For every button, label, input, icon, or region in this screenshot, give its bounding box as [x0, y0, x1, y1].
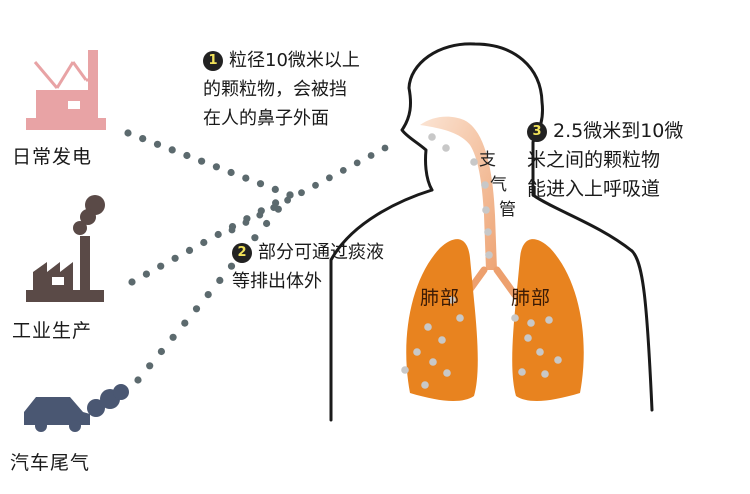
path-dot: [168, 146, 176, 154]
note-3-line-2: 米之间的颗粒物: [527, 149, 661, 171]
note-2: 2 部分可通过痰液 等排出体外: [232, 238, 384, 296]
path-dot: [326, 174, 333, 182]
shoulder-outline: [630, 249, 654, 412]
particle-dot: [424, 323, 432, 331]
particle-dot: [443, 369, 451, 377]
head-outline: [400, 42, 634, 253]
power-plant-icon: [26, 50, 106, 130]
path-dot: [171, 254, 179, 262]
path-dot: [227, 168, 235, 177]
path-dot: [169, 333, 177, 341]
particle-dot: [421, 381, 429, 389]
trachea-label-1: 支: [479, 150, 496, 170]
path-dot: [227, 262, 236, 270]
particle-dot: [482, 206, 490, 214]
left-lung: [406, 239, 478, 402]
path-dot: [157, 347, 165, 356]
path-dot: [134, 376, 142, 384]
label-industry: 工业生产: [12, 320, 93, 342]
path-dot: [242, 174, 250, 182]
path-dot: [312, 181, 319, 189]
badge-1: 1: [203, 51, 223, 71]
path-dot: [298, 189, 305, 197]
particle-dot: [536, 348, 544, 356]
path-dot: [183, 151, 191, 160]
path-dot: [200, 238, 208, 247]
particle-dot: [448, 296, 456, 304]
particle-dot: [401, 366, 409, 374]
particle-dot: [527, 319, 535, 327]
path-dot: [216, 276, 224, 284]
particle-dot: [429, 358, 437, 366]
path-dot: [251, 234, 259, 242]
path-dot: [128, 278, 136, 286]
right-lung-label: 肺部: [511, 287, 552, 309]
path-dot: [204, 291, 212, 299]
path-dot: [142, 270, 150, 278]
particle-dot: [413, 348, 421, 356]
particle-dot: [442, 144, 450, 152]
particle-dot: [485, 251, 493, 259]
path-dot: [270, 204, 278, 212]
path-dot: [286, 191, 294, 199]
path-dot: [198, 157, 206, 165]
label-power: 日常发电: [12, 146, 93, 168]
path-dot: [146, 362, 154, 370]
particle-dot: [541, 370, 549, 378]
path-dot: [242, 219, 250, 226]
car-exhaust-icon: [24, 384, 129, 432]
factory-icon: [26, 195, 105, 302]
particle-dot: [518, 368, 526, 376]
path-dot: [181, 319, 189, 327]
path-dot: [157, 262, 165, 270]
path-dot: [214, 230, 222, 239]
neck-outline: [329, 188, 434, 422]
path-dot: [353, 159, 361, 167]
label-vehicle: 汽车尾气: [10, 452, 91, 474]
path-dot: [256, 211, 264, 219]
body-outline: [329, 42, 654, 422]
path-dot: [381, 144, 389, 152]
path-dot: [212, 163, 220, 171]
particle-dot: [428, 133, 436, 141]
path-dot: [153, 140, 162, 148]
particle-dot: [511, 314, 519, 322]
particle-dot: [524, 334, 532, 342]
particle-dot: [456, 314, 464, 322]
note-1-line-3: 在人的鼻子外面: [203, 108, 329, 129]
particle-dot: [484, 228, 492, 236]
note-2-line-2: 等排出体外: [232, 271, 322, 292]
particle-dot: [554, 356, 562, 364]
path-dot: [263, 219, 271, 228]
particle-dot: [470, 158, 478, 166]
note-2-line-1: 部分可通过痰液: [258, 242, 384, 263]
path-dot: [228, 226, 236, 234]
path-dot: [139, 135, 147, 143]
path-dot: [271, 185, 279, 193]
path-dot: [284, 196, 291, 204]
trachea-label-2: 气: [490, 175, 507, 195]
note-1-line-2: 的颗粒物，会被挡: [203, 79, 347, 100]
note-3: 3 2.5微米到10微 米之间的颗粒物 能进入上呼吸道: [527, 117, 683, 204]
trachea-label-3: 管: [499, 200, 516, 220]
particle-dot: [438, 336, 446, 344]
path-dot: [185, 246, 194, 254]
particle-dot: [481, 181, 489, 189]
note-1-line-1: 粒径10微米以上: [229, 50, 360, 71]
particles: [401, 133, 562, 389]
path-dot: [124, 129, 132, 137]
badge-3: 3: [527, 122, 547, 142]
note-1: 1 粒径10微米以上 的颗粒物，会被挡 在人的鼻子外面: [203, 46, 360, 133]
path-dot: [367, 152, 375, 159]
path-dot: [256, 180, 265, 188]
path-dot: [192, 305, 201, 313]
note-3-line-1: 2.5微米到10微: [553, 120, 684, 142]
particle-dot: [545, 316, 553, 324]
note-3-line-3: 能进入上呼吸道: [527, 178, 661, 200]
left-lung-label: 肺部: [420, 287, 461, 309]
path-dot: [339, 167, 347, 174]
badge-2: 2: [232, 243, 252, 263]
